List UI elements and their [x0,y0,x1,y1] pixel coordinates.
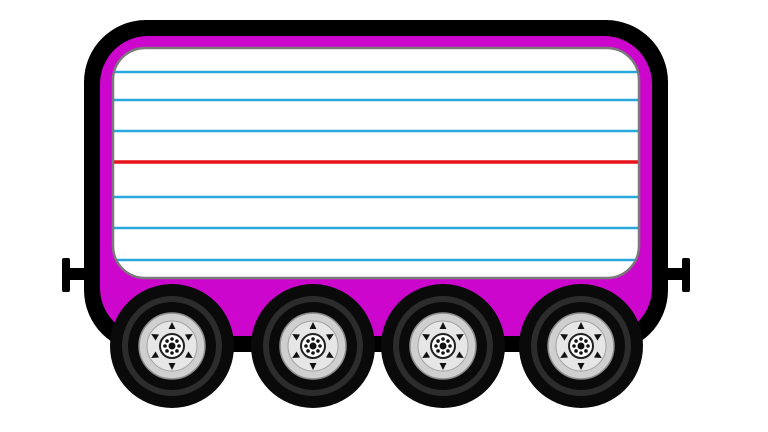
wheel-spoke-hole [593,334,602,341]
wheel-lug-nut [434,344,438,348]
wheel-lug-nut [318,344,322,348]
wheel-lug-nut [177,344,181,348]
wheel-axle-cap [439,342,447,350]
wheel-lug-nut [586,344,590,348]
wheel-lug-nut [175,339,179,343]
wheel-spoke-hole [325,351,334,358]
wheel-spoke-hole [184,351,193,358]
wheel-axle-cap [309,342,317,350]
wheel-spoke-hole [292,351,301,358]
wheel-lug-nut [572,344,576,348]
wheel-lug-nut [436,339,440,343]
wheel-lug-nut [163,344,167,348]
wheel-spoke-hole [422,334,431,341]
wheel-spoke-hole [325,334,334,341]
wheel-spoke-hole [151,334,160,341]
wheel-spoke-hole [168,362,176,370]
wheel-spoke-hole [455,334,464,341]
wheel-spoke-hole [439,322,447,330]
wheel-spoke-hole [593,351,602,358]
wheel-spoke-hole [184,334,193,341]
wheel-lug-nut [306,349,310,353]
wheel-lug-nut [316,339,320,343]
wheel-spoke-hole [309,322,317,330]
wheel-lug-nut [446,339,450,343]
wheel-lug-nut [574,349,578,353]
wheel-spoke-hole [292,334,301,341]
wheel-axle-cap [168,342,176,350]
wheel-lug-nut [436,349,440,353]
wheel-lug-nut [304,344,308,348]
wheel-spoke-hole [560,351,569,358]
wheel-spoke-hole [455,351,464,358]
wheel-lug-nut [175,349,179,353]
wheel-spoke-hole [577,322,585,330]
wheel-icon [251,284,375,408]
wheel-spoke-hole [151,351,160,358]
wheel-lug-nut [448,344,452,348]
lined-paper-panel [111,46,641,280]
wheel-spoke-hole [577,362,585,370]
wheel-lug-nut [170,337,174,341]
wheel-lug-nut [579,351,583,355]
wheel-lug-nut [584,339,588,343]
wheel-spoke-hole [560,334,569,341]
wheel-icon [519,284,643,408]
wheel-lug-nut [316,349,320,353]
wheel-lug-nut [311,337,315,341]
wheel-lug-nut [165,339,169,343]
wheel-lug-nut [441,351,445,355]
wheel-icon [110,284,234,408]
paper-border [111,46,641,280]
wheel-spoke-hole [168,322,176,330]
wheel-icon [381,284,505,408]
wheel-lug-nut [574,339,578,343]
wheel-lug-nut [311,351,315,355]
wheel-lug-nut [446,349,450,353]
wheel-set [110,284,643,408]
wheel-lug-nut [170,351,174,355]
wheel-lug-nut [579,337,583,341]
wheel-lug-nut [441,337,445,341]
wheel-axle-cap [577,342,585,350]
wheel-lug-nut [165,349,169,353]
wheel-spoke-hole [439,362,447,370]
wheel-lug-nut [584,349,588,353]
wheel-spoke-hole [422,351,431,358]
wheel-lug-nut [306,339,310,343]
wheel-spoke-hole [309,362,317,370]
